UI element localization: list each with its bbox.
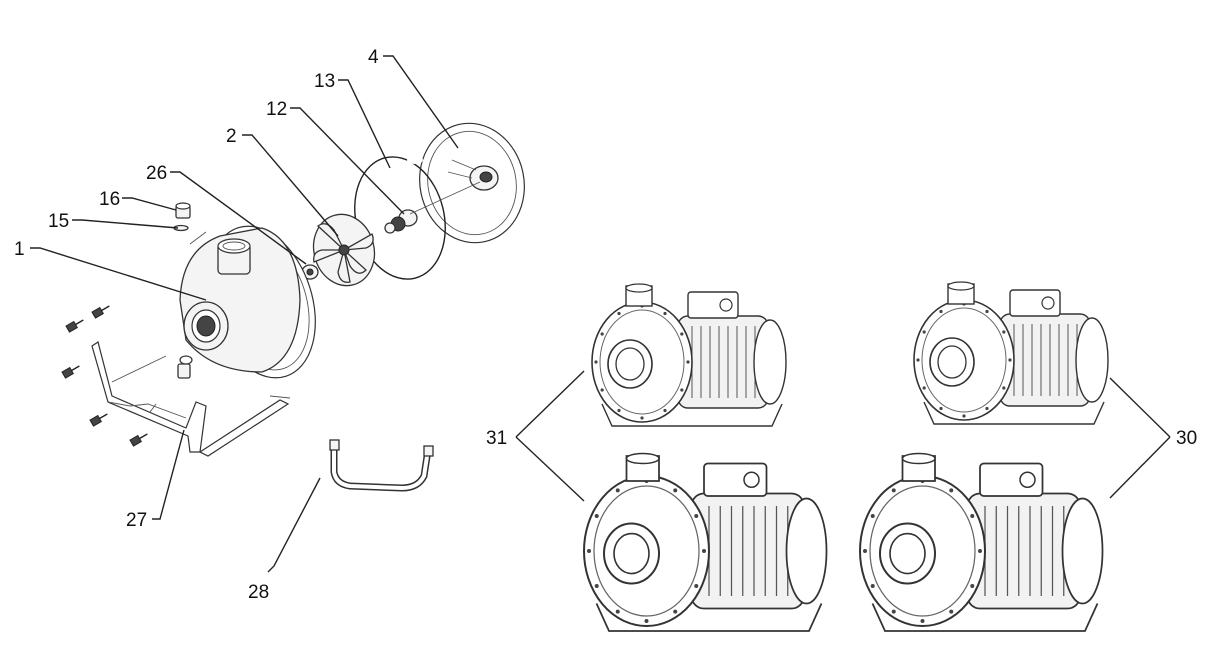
callout-1: 1 bbox=[14, 239, 25, 260]
mounting-bolts bbox=[61, 305, 148, 447]
impeller bbox=[312, 213, 376, 287]
pump-31-small bbox=[591, 283, 787, 427]
callout-labels: 1 2 4 12 13 15 16 26 27 28 30 31 bbox=[14, 47, 1197, 603]
callout-27: 27 bbox=[126, 510, 147, 531]
assembled-pumps bbox=[583, 281, 1109, 632]
bypass-pipe bbox=[329, 439, 434, 492]
base-bracket bbox=[91, 341, 291, 457]
callout-2: 2 bbox=[226, 126, 237, 147]
callout-28: 28 bbox=[248, 582, 269, 603]
callout-31: 31 bbox=[486, 428, 507, 449]
callout-30: 30 bbox=[1176, 428, 1197, 449]
pump-31-large bbox=[583, 452, 828, 632]
callout-4: 4 bbox=[368, 47, 379, 68]
leader-lines bbox=[30, 55, 1171, 573]
callout-16: 16 bbox=[99, 189, 120, 210]
pump-30-small bbox=[913, 281, 1109, 425]
callout-12: 12 bbox=[266, 99, 287, 120]
callout-26: 26 bbox=[146, 163, 167, 184]
callout-15: 15 bbox=[48, 211, 69, 232]
pump-30-large bbox=[859, 452, 1104, 632]
rear-cover-plate bbox=[419, 122, 525, 244]
drain-plug bbox=[175, 202, 191, 219]
pump-casing bbox=[179, 225, 316, 379]
callout-13: 13 bbox=[314, 71, 335, 92]
lower-plug bbox=[177, 355, 193, 379]
